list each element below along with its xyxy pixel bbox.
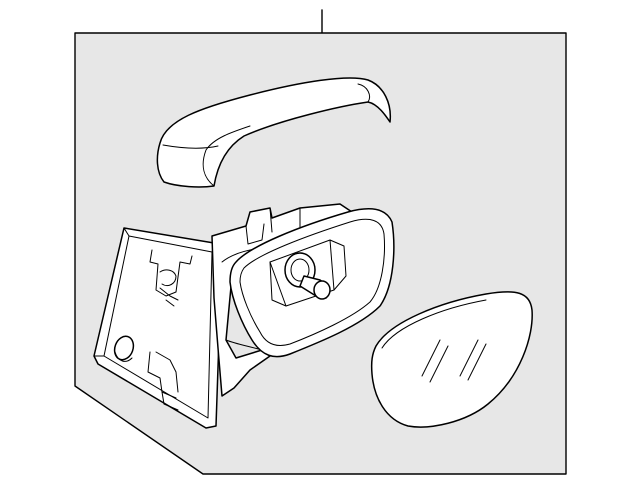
mounting-base — [93, 227, 223, 429]
mirror-cover-cap — [156, 77, 392, 188]
mirror-frame-actuator — [229, 208, 395, 358]
mirror-glass — [370, 291, 533, 428]
